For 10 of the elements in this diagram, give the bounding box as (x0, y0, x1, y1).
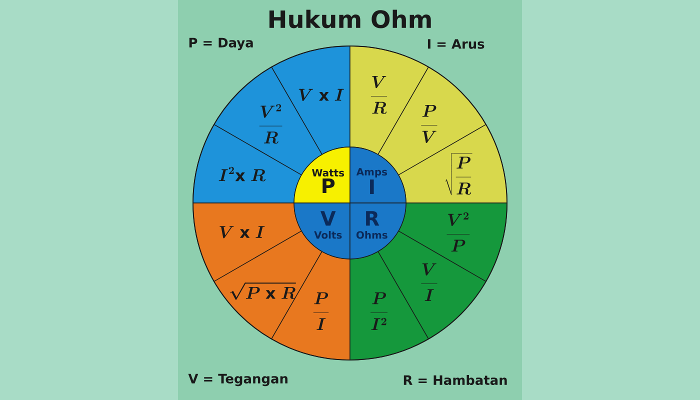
unit-quadrant: R Ohms (350, 202, 406, 260)
legend-note: I = Arus (428, 39, 484, 49)
legend-note: R = Hambatan (404, 374, 507, 386)
unit-quadrant: V Volts (294, 202, 350, 260)
unit-quadrant: Amps I (350, 146, 406, 204)
legend-note: P = Daya (189, 38, 253, 50)
legend-note: V = Tegangan (188, 374, 288, 386)
formula-wedge: $V\ \mathrm{x}\ I$ (192, 202, 302, 282)
title: Hukum Ohm (269, 10, 431, 28)
unit-quadrant: Watts P (294, 146, 350, 204)
